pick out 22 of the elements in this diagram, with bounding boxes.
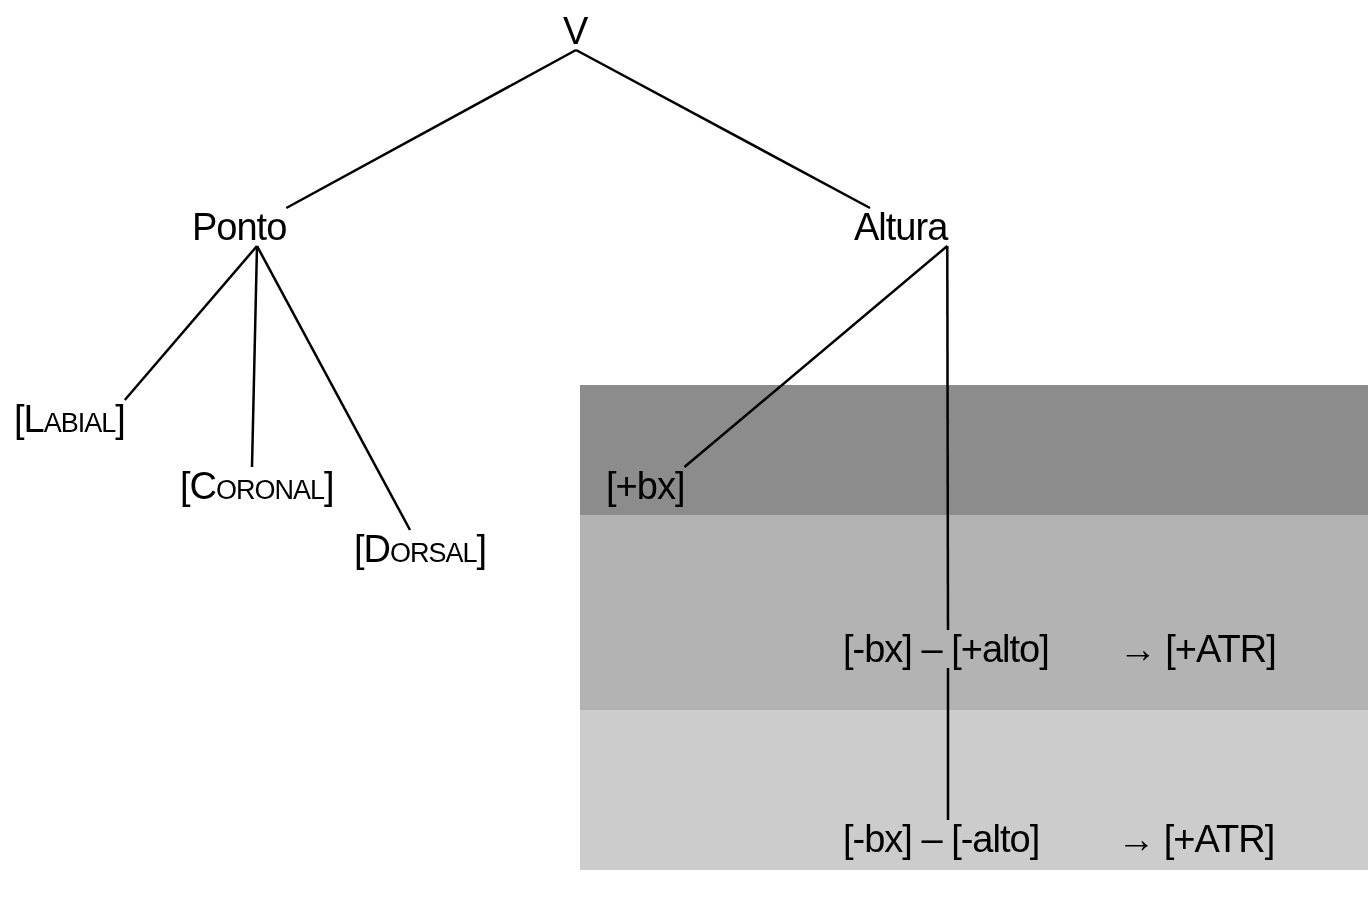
tree-branch bbox=[123, 245, 258, 401]
feature-label: [-bx] – [-alto] bbox=[843, 820, 1040, 858]
tree-label: [LABIAL] bbox=[14, 400, 125, 438]
tree-branch bbox=[946, 246, 950, 630]
tree-branch bbox=[946, 668, 950, 820]
tree-branch bbox=[250, 245, 259, 468]
tree-label: [DORSAL] bbox=[354, 530, 487, 568]
feature-label: [-bx] – [+alto] bbox=[843, 630, 1049, 668]
tree-label: [CORONAL] bbox=[180, 467, 334, 505]
tree-branch bbox=[255, 245, 412, 531]
tree-label: [+bx] bbox=[606, 467, 685, 505]
tree-label: Altura bbox=[854, 208, 948, 246]
result-label: → [+ATR] bbox=[1117, 820, 1275, 858]
tree-label: Ponto bbox=[192, 208, 287, 246]
shaded-band bbox=[580, 515, 1368, 710]
shaded-band bbox=[580, 385, 1368, 515]
tree-branch bbox=[683, 245, 949, 468]
result-label: → [+ATR] bbox=[1118, 630, 1276, 668]
tree-label: V bbox=[563, 12, 588, 50]
tree-branch bbox=[285, 48, 577, 210]
tree-branch bbox=[575, 48, 871, 210]
shaded-band bbox=[580, 710, 1368, 870]
